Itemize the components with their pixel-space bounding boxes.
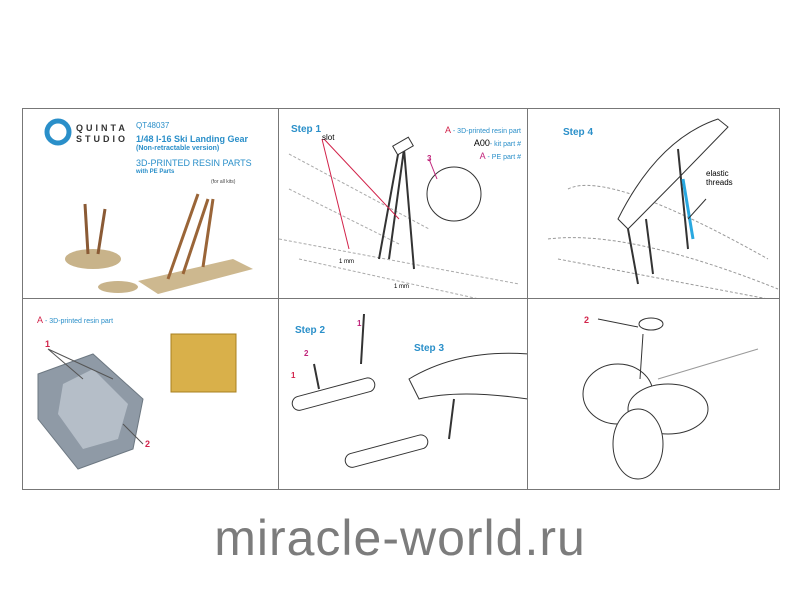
callout-3: 3 (427, 154, 432, 163)
callout-2: 2 (145, 439, 151, 449)
watermark: miracle-world.ru (214, 510, 586, 566)
brand-line1: QUINTA (76, 123, 128, 133)
product-note: (for all kits) (211, 179, 236, 185)
parts-panel: A - 3D-printed resin part 1 2 (23, 299, 279, 489)
logo-icon (44, 118, 72, 146)
tail-ski-panel: 2 (528, 299, 779, 489)
step4-label: Step 4 (563, 127, 594, 138)
product-with: with PE Parts (136, 169, 175, 175)
step2-3-panel: Step 2 Step 3 2 1 1 (279, 299, 528, 489)
product-code: QT48037 (136, 121, 170, 130)
product-title: 1/48 I-16 Ski Landing Gear (136, 134, 249, 144)
step1-diagram (279, 136, 520, 298)
brand-line2: STUDIO (76, 134, 129, 144)
dim-2: 1 mm (394, 284, 409, 290)
instruction-sheet: QUINTA STUDIO QT48037 1/48 I-16 Ski Land… (22, 108, 780, 490)
product-render (44, 118, 253, 294)
step1-label: Step 1 (291, 124, 322, 135)
step1-panel: Step 1 slot 3 1 mm 1 mm A - 3D-printed r… (279, 109, 528, 299)
step4-diagram (547, 118, 779, 298)
step3-label: Step 3 (414, 343, 445, 354)
step2-3-diagram (291, 313, 527, 468)
step2-label: Step 2 (295, 325, 326, 336)
product-panel: QUINTA STUDIO QT48037 1/48 I-16 Ski Land… (23, 109, 279, 299)
callout-1: 1 (45, 339, 51, 349)
tail-ski-diagram (582, 317, 759, 480)
slot-label: slot (322, 133, 335, 142)
resin-legend: A - 3D-printed resin part (37, 315, 114, 325)
dim-1: 1 mm (339, 259, 354, 265)
elastic-threads-label: elastic threads (706, 169, 733, 187)
legend-kit: A00- kit part # (473, 138, 521, 148)
legend-pe: A - PE part # (479, 151, 521, 161)
callout-1-pe: 1 (357, 319, 362, 328)
step4-panel: Step 4 elastic threads (528, 109, 779, 299)
legend-resin: A - 3D-printed resin part (444, 125, 521, 135)
parts-render (37, 333, 237, 470)
callout-2: 2 (304, 349, 309, 358)
callout-2: 2 (584, 315, 590, 325)
product-subtitle: (Non-retractable version) (136, 145, 220, 152)
product-parts: 3D-PRINTED RESIN PARTS (136, 158, 252, 168)
callout-1-resin: 1 (291, 371, 296, 380)
